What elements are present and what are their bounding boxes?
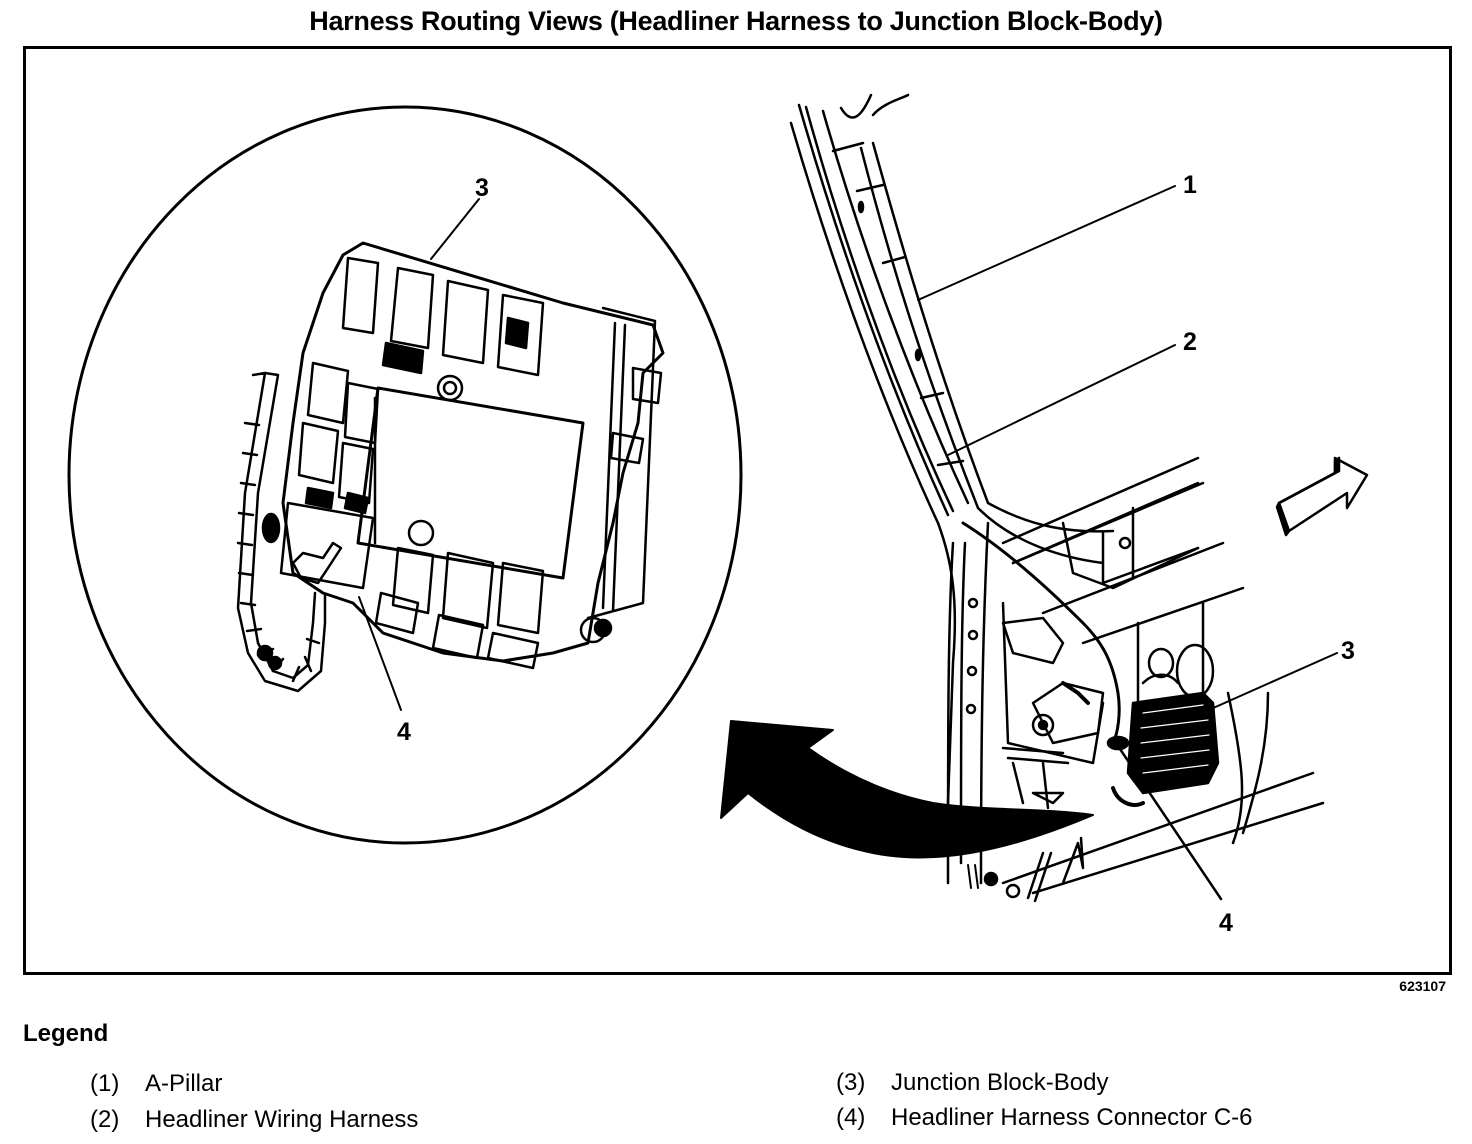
legend-item-number: (4) xyxy=(836,1104,866,1131)
callout-leader-1 xyxy=(917,185,1176,301)
legend-item-4: (4) Headliner Harness Connector C-6 xyxy=(836,1104,1253,1132)
harness-enlarged xyxy=(236,371,327,693)
legend-item-1: (1) A-Pillar xyxy=(90,1070,222,1098)
legend-item-3: (3) Junction Block-Body xyxy=(836,1069,1108,1097)
callout-1: 1 xyxy=(1183,171,1197,199)
legend-item-number: (2) xyxy=(90,1106,120,1133)
detail-view-arrow xyxy=(720,720,1094,859)
illustration: 3 4 xyxy=(67,93,1369,937)
callout-3-detail: 3 xyxy=(475,174,489,202)
figure-number: 623107 xyxy=(1399,978,1446,994)
callout-4-detail: 4 xyxy=(397,718,411,746)
vehicle-view: 1 2 3 4 xyxy=(789,93,1355,937)
legend-item-label: Junction Block-Body xyxy=(891,1069,1109,1096)
callout-leader-3-detail xyxy=(430,198,480,260)
callout-2: 2 xyxy=(1183,328,1197,356)
legend-item-label: Headliner Harness Connector C-6 xyxy=(891,1104,1253,1131)
callout-leader-3 xyxy=(1210,652,1338,710)
legend-item-label: Headliner Wiring Harness xyxy=(145,1106,419,1133)
headliner-harness-routing xyxy=(961,521,1121,745)
legend-item-2: (2) Headliner Wiring Harness xyxy=(90,1106,418,1134)
diagram-title: Harness Routing Views (Headliner Harness… xyxy=(309,6,1163,36)
legend-item-label: A-Pillar xyxy=(145,1070,223,1097)
callout-leader-2 xyxy=(947,344,1176,456)
door-mechanism xyxy=(1001,616,1105,810)
legend-item-number: (1) xyxy=(90,1070,120,1097)
vehicle-front-arrow xyxy=(1275,456,1369,537)
legend-title: Legend xyxy=(23,1020,109,1047)
detail-view-inset: 3 4 xyxy=(67,105,743,845)
callout-leader-4-detail xyxy=(358,596,402,711)
legend-item-number: (3) xyxy=(836,1069,866,1096)
door-frame xyxy=(946,456,1325,895)
detail-circle xyxy=(67,105,743,845)
a-pillar xyxy=(789,93,1115,805)
junction-block-installed xyxy=(1106,673,1220,807)
callout-3: 3 xyxy=(1341,637,1355,665)
callout-leader-4 xyxy=(1118,747,1223,901)
callout-4: 4 xyxy=(1219,909,1233,937)
junction-block-enlarged xyxy=(261,241,665,670)
illustration-frame: 3 4 xyxy=(23,46,1452,975)
